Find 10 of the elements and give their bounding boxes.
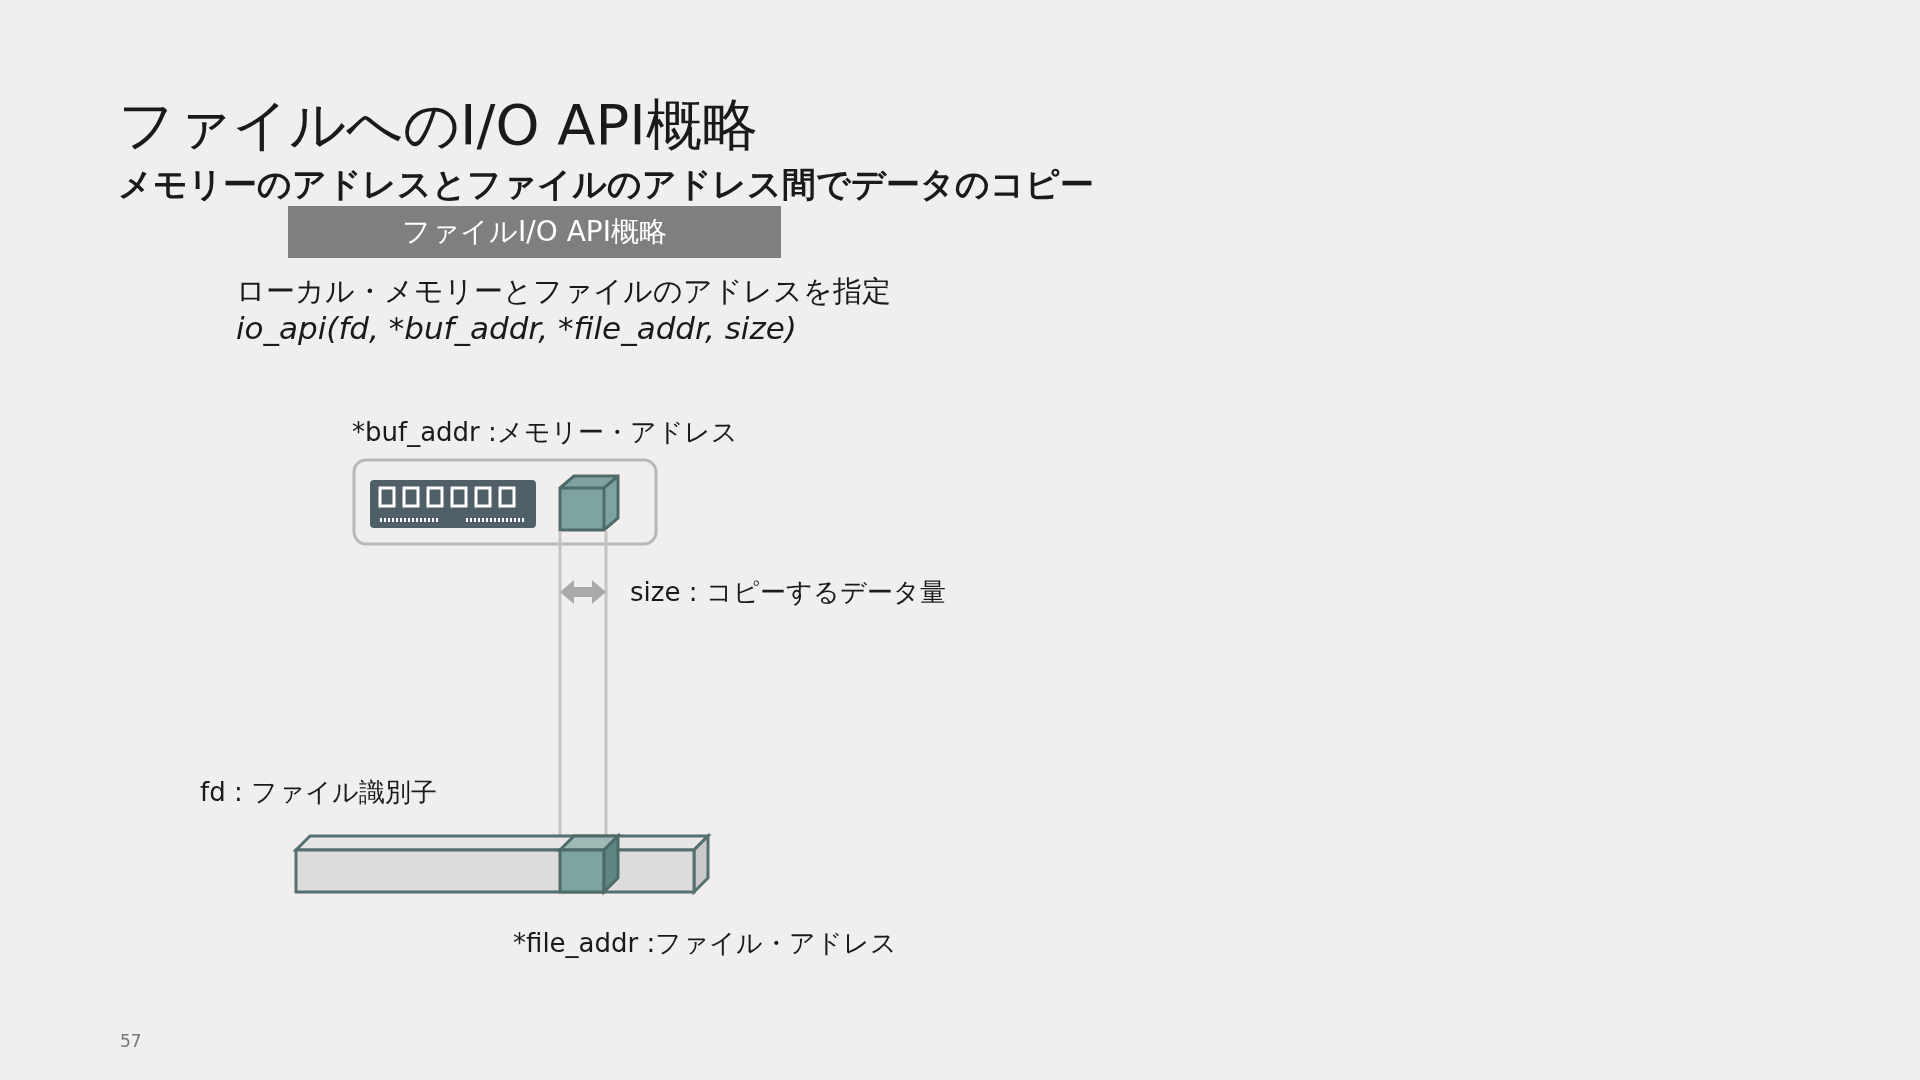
description-text: ローカル・メモリーとファイルのアドレスを指定: [236, 273, 891, 310]
page-number: 57: [120, 1031, 142, 1051]
file-descriptor-label: fd : ファイル識別子: [200, 776, 437, 809]
section-banner: ファイルI/O API概略: [288, 206, 781, 258]
slide-title: ファイルへのI/O API概略: [118, 91, 758, 159]
function-signature: io_api(fd, *buf_addr, *file_addr, size): [236, 310, 797, 346]
file-address-label: *file_addr :ファイル・アドレス: [513, 927, 898, 960]
size-label: size : コピーするデータ量: [630, 576, 946, 609]
memory-address-label: *buf_addr :メモリー・アドレス: [352, 416, 738, 449]
slide-subtitle: メモリーのアドレスとファイルのアドレス間でデータのコピー: [118, 163, 1094, 206]
